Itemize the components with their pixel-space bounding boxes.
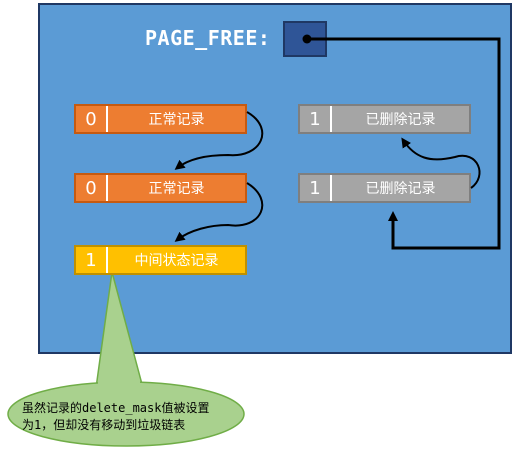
callout-line-1: 虽然记录的delete_mask值被设置 bbox=[22, 401, 210, 415]
page-free-arrow bbox=[307, 37, 501, 250]
record-label: 中间状态记录 bbox=[134, 253, 219, 269]
record-label: 已删除记录 bbox=[365, 181, 436, 197]
record-label: 正常记录 bbox=[148, 181, 205, 197]
page-free-label: PAGE_FREE: bbox=[145, 26, 271, 50]
garbage-chain-arrow bbox=[401, 137, 481, 189]
deleted-record-1[interactable]: 1 已删除记录 bbox=[298, 104, 471, 134]
record-label: 已删除记录 bbox=[365, 112, 436, 128]
delete-flag: 1 bbox=[76, 247, 108, 273]
callout-line-2: 为1，但却没有移动到垃圾链表 bbox=[22, 418, 186, 432]
deleted-record-2[interactable]: 1 已删除记录 bbox=[298, 173, 471, 203]
delete-flag: 0 bbox=[76, 175, 108, 201]
chain-arrow-2 bbox=[174, 182, 264, 242]
intermediate-record[interactable]: 1 中间状态记录 bbox=[74, 245, 247, 275]
delete-flag: 1 bbox=[300, 175, 332, 201]
delete-flag: 1 bbox=[300, 106, 332, 132]
normal-record-1[interactable]: 0 正常记录 bbox=[74, 104, 247, 134]
delete-flag: 0 bbox=[76, 106, 108, 132]
record-label: 正常记录 bbox=[148, 112, 205, 128]
normal-record-2[interactable]: 0 正常记录 bbox=[74, 173, 247, 203]
chain-arrow-1 bbox=[174, 111, 264, 170]
callout-text: 虽然记录的delete_mask值被设置 为1，但却没有移动到垃圾链表 bbox=[22, 400, 232, 434]
